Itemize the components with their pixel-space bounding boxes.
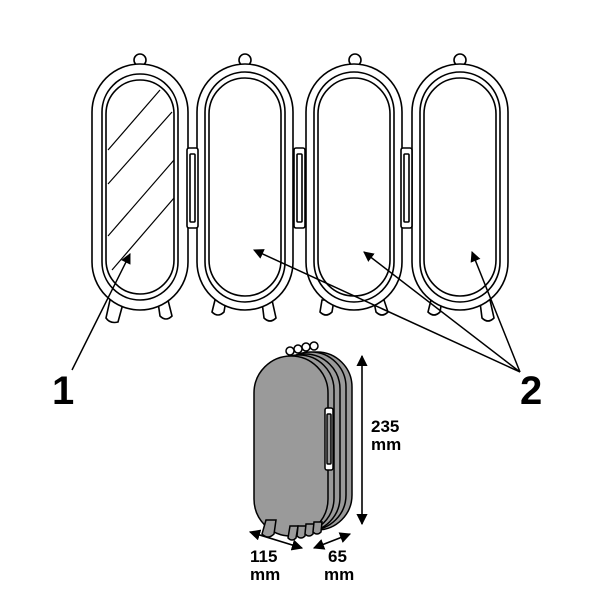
- plain-panel: [305, 63, 403, 311]
- plain-panel: [411, 63, 509, 311]
- hanging-loops: [133, 53, 467, 67]
- width-value: 115: [250, 547, 277, 566]
- dimension-lines: [248, 354, 368, 551]
- width-dimension-arrow: [248, 529, 304, 551]
- height-value: 235: [371, 417, 399, 436]
- callout-leaders: [71, 249, 521, 373]
- depth-dimension-arrow: [312, 532, 352, 550]
- depth-value: 65: [328, 547, 347, 566]
- mirror-panel: [91, 63, 189, 311]
- depth-unit: mm: [324, 565, 354, 584]
- width-unit: mm: [250, 565, 280, 584]
- plain-panel: [196, 63, 294, 311]
- callout-2: 2: [520, 369, 542, 413]
- height-unit: mm: [371, 435, 401, 454]
- folded-mirror: [253, 341, 353, 541]
- unfolded-screen: [91, 53, 509, 324]
- callout-1: 1: [52, 369, 74, 413]
- hinges: [186, 147, 413, 229]
